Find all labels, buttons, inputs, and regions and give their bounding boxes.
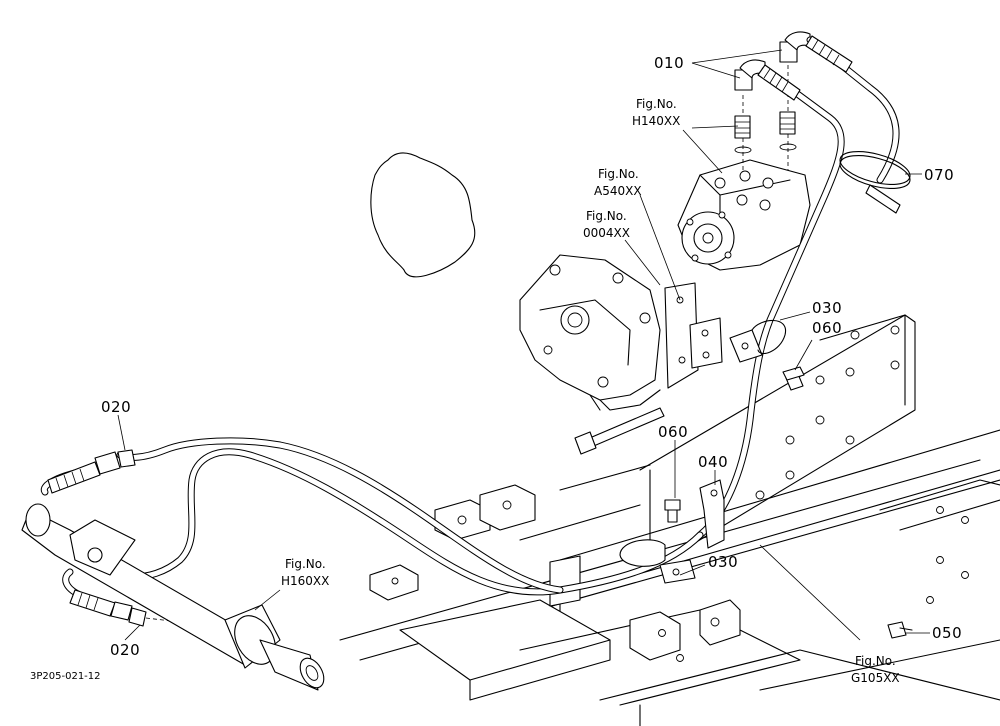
part-label-010: 010 [654, 54, 684, 72]
svg-text:Fig.No.: Fig.No. [586, 209, 627, 223]
svg-text:H140XX: H140XX [632, 114, 680, 128]
hoses [40, 35, 900, 633]
steering-cylinder [21, 503, 325, 691]
svg-text:G105XX: G105XX [851, 671, 900, 685]
drawing-code: 3P205-021-12 [30, 671, 101, 682]
pump-housing [519, 254, 723, 455]
fig-ref-g105: Fig.No. G105XX [851, 654, 900, 685]
svg-text:H160XX: H160XX [281, 574, 329, 588]
pump-fittings [734, 31, 811, 172]
fig-ref-0004: Fig.No. 0004XX [583, 209, 630, 240]
chassis-frame [339, 314, 1000, 726]
part-label-060-top: 060 [812, 319, 842, 337]
svg-text:Fig.No.: Fig.No. [636, 97, 677, 111]
hydraulic-motor [677, 159, 811, 271]
part-label-070: 070 [924, 166, 954, 184]
part-label-050: 050 [932, 624, 962, 642]
svg-text:0004XX: 0004XX [583, 226, 630, 240]
clamps [619, 151, 913, 639]
svg-text:Fig.No.: Fig.No. [855, 654, 896, 668]
fig-ref-h140: Fig.No. H140XX [632, 97, 680, 128]
fig-ref-a540: Fig.No. A540XX [594, 167, 642, 198]
part-label-030-top: 030 [812, 299, 842, 317]
fig-ref-h160: Fig.No. H160XX [281, 557, 329, 588]
svg-text:Fig.No.: Fig.No. [598, 167, 639, 181]
part-label-040: 040 [698, 453, 728, 471]
part-label-020-bottom: 020 [110, 641, 140, 659]
part-label-060-mid: 060 [658, 423, 688, 441]
svg-text:A540XX: A540XX [594, 184, 642, 198]
leader-lines [117, 49, 930, 641]
svg-text:Fig.No.: Fig.No. [285, 557, 326, 571]
part-label-020-top: 020 [101, 398, 131, 416]
part-label-030-bottom: 030 [708, 553, 738, 571]
engine-outline [370, 152, 476, 278]
